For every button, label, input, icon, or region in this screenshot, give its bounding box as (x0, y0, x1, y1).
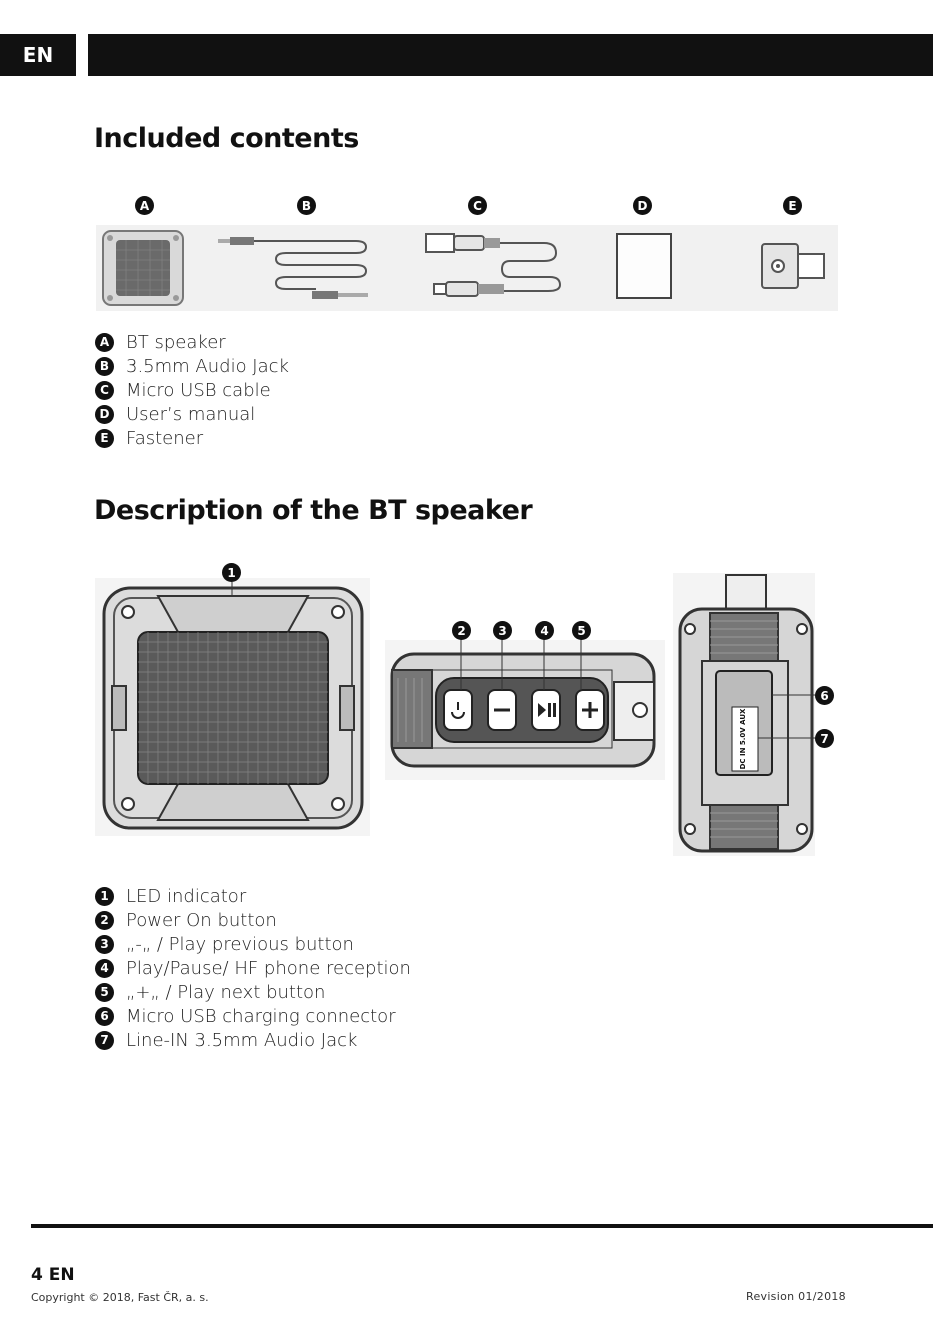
callout-1: 1 (222, 563, 241, 582)
page-number: 4 EN (31, 1265, 75, 1285)
marker-c: C (468, 196, 487, 215)
audio-cable-image (218, 237, 368, 299)
legend-marker: E (95, 428, 114, 448)
legend-item: B 3.5mm Audio Jack (95, 354, 289, 378)
side-port-label: DC IN 5.0V AUX (739, 708, 747, 769)
legend-label: Micro USB cable (126, 379, 271, 401)
callout-7: 7 (815, 729, 834, 748)
copyright-text: Copyright © 2018, Fast ČR, a. s. (31, 1291, 209, 1304)
legend-label: 3.5mm Audio Jack (126, 355, 289, 377)
speaker-side-image: DC IN 5.0V AUX (678, 574, 818, 853)
legend-item: E Fastener (95, 426, 289, 450)
footer-rule (31, 1224, 933, 1228)
legend-item: A BT speaker (95, 330, 289, 354)
marker-e: E (783, 196, 802, 215)
legend-item: 6 Micro USB charging connector (95, 1004, 411, 1028)
legend-item: 3 „-„ / Play previous button (95, 932, 411, 956)
callout-4: 4 (535, 621, 554, 640)
legend-label: BT speaker (126, 331, 226, 353)
legend-label: LED indicator (126, 885, 247, 907)
legend-label: Power On button (126, 909, 277, 931)
revision-text: Revision 01/2018 (746, 1290, 846, 1303)
micro-usb-cable-image (425, 233, 562, 297)
language-tab: EN (0, 34, 76, 76)
legend-marker: 6 (95, 1006, 114, 1026)
legend-item: 5 „+„ / Play next button (95, 980, 411, 1004)
description-title: Description of the BT speaker (94, 495, 533, 526)
legend-item: 7 Line-IN 3.5mm Audio Jack (95, 1028, 411, 1052)
header-bar (88, 34, 933, 76)
legend-item: D User’s manual (95, 402, 289, 426)
callout-2: 2 (452, 621, 471, 640)
legend-item: C Micro USB cable (95, 378, 289, 402)
legend-label: Fastener (126, 427, 204, 449)
marker-d: D (633, 196, 652, 215)
marker-b: B (297, 196, 316, 215)
user-manual-image (616, 233, 672, 299)
callout-6: 6 (815, 686, 834, 705)
legend-marker: 2 (95, 910, 114, 930)
legend-marker: A (95, 332, 114, 352)
legend-marker: C (95, 380, 114, 400)
legend-label: Play/Pause/ HF phone reception (126, 957, 411, 979)
legend-marker: 3 (95, 934, 114, 954)
speaker-top-image (390, 639, 656, 768)
legend-label: „+„ / Play next button (126, 981, 326, 1003)
legend-marker: 1 (95, 886, 114, 906)
legend-label: Line-IN 3.5mm Audio Jack (126, 1029, 358, 1051)
included-contents-legend: A BT speaker B 3.5mm Audio Jack C Micro USB… (95, 330, 289, 450)
included-contents-title: Included contents (94, 123, 359, 154)
callout-5: 5 (572, 621, 591, 640)
legend-label: „-„ / Play previous button (126, 933, 354, 955)
legend-marker: 7 (95, 1030, 114, 1050)
fastener-image (761, 243, 825, 289)
legend-marker: 5 (95, 982, 114, 1002)
legend-marker: B (95, 356, 114, 376)
legend-item: 1 LED indicator (95, 884, 411, 908)
speaker-front-image (102, 582, 364, 830)
legend-marker: D (95, 404, 114, 424)
legend-label: Micro USB charging connector (126, 1005, 396, 1027)
legend-item: 2 Power On button (95, 908, 411, 932)
marker-a: A (135, 196, 154, 215)
speaker-thumbnail-image (102, 230, 184, 306)
parts-legend: 1 LED indicator 2 Power On button 3 „-„ / P… (95, 884, 411, 1052)
legend-marker: 4 (95, 958, 114, 978)
legend-item: 4 Play/Pause/ HF phone reception (95, 956, 411, 980)
callout-3: 3 (493, 621, 512, 640)
legend-label: User’s manual (126, 403, 256, 425)
